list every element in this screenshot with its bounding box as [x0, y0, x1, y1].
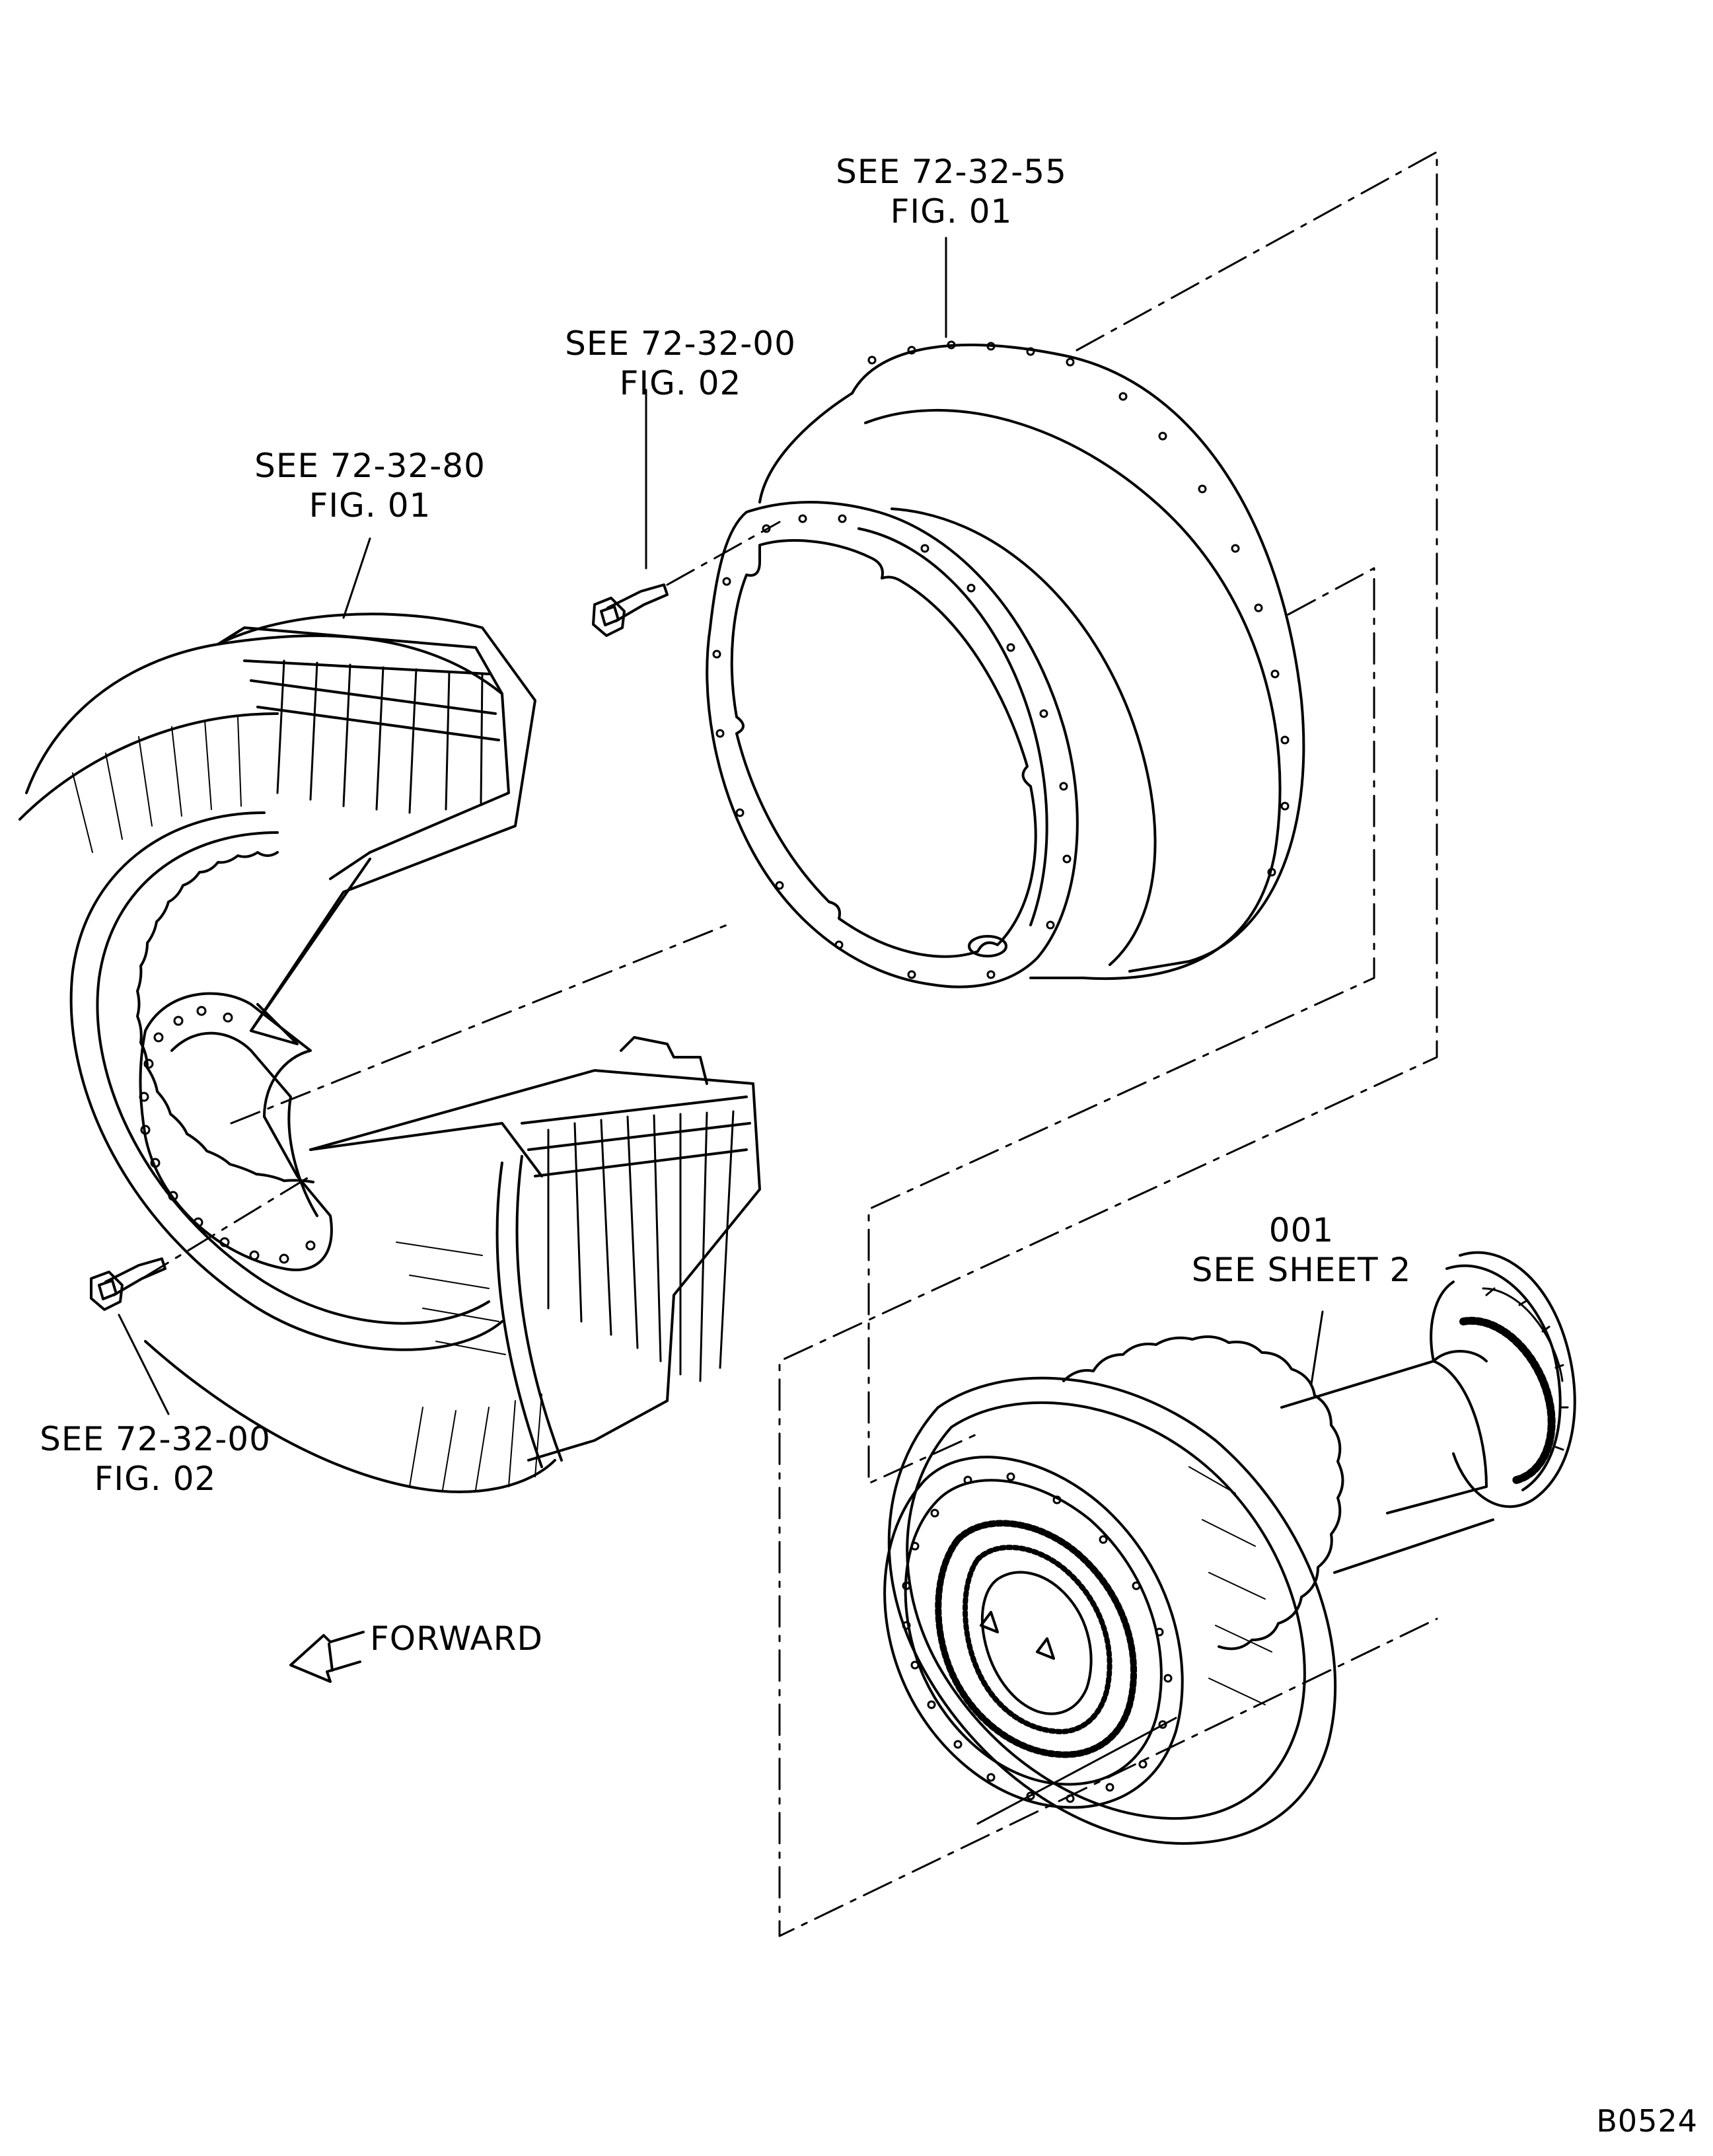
nozzle-segment-assembly [18, 613, 761, 1493]
callout-ref: SEE 72-32-00 [565, 324, 796, 363]
leader-rotor [1310, 1310, 1324, 1386]
callout-fig: FIG. 01 [309, 486, 431, 525]
rotor-assembly [883, 1251, 1576, 1845]
callout-ref: SEE 72-32-80 [254, 447, 486, 485]
callout-combustion-case: SEE 72-32-55 FIG. 01 [780, 152, 1123, 231]
bolt-lower [90, 1257, 166, 1311]
leader-nozzle-segment [342, 537, 371, 619]
forward-direction-label: FORWARD [370, 1619, 543, 1658]
rotor-face-holes [902, 1472, 1173, 1803]
guide-line-lower-bolt [141, 1175, 312, 1280]
callout-rotor-assembly: 001 SEE SHEET 2 [1149, 1210, 1453, 1290]
callout-nozzle-segment: SEE 72-32-80 FIG. 01 [198, 446, 542, 525]
callout-fig: FIG. 01 [890, 192, 1013, 231]
callout-ref: SEE 72-32-00 [40, 1420, 271, 1458]
guide-line-inner [867, 567, 1375, 1485]
bolt-upper [592, 583, 669, 637]
callout-fig: FIG. 02 [619, 364, 742, 402]
combustion-case [706, 340, 1305, 988]
guide-line-center [230, 924, 728, 1125]
leader-lines [118, 237, 1324, 1415]
callout-item-number: 001 [1268, 1211, 1334, 1249]
callout-fig: FIG. 02 [94, 1460, 217, 1498]
guide-line-outer [778, 151, 1438, 1937]
disk-holes [139, 1006, 316, 1264]
callout-ref: SEE 72-32-55 [836, 153, 1067, 191]
callout-sheet-ref: SEE SHEET 2 [1191, 1251, 1412, 1289]
forward-arrow-icon [289, 1631, 365, 1683]
leader-bolt-lower [118, 1314, 170, 1415]
figure-code: B0524 [1596, 2103, 1698, 2139]
flange-bolt-holes [712, 340, 1290, 979]
callout-bolt-lower: SEE 72-32-00 FIG. 02 [13, 1419, 297, 1499]
callout-bolt-upper: SEE 72-32-00 FIG. 02 [509, 324, 852, 403]
